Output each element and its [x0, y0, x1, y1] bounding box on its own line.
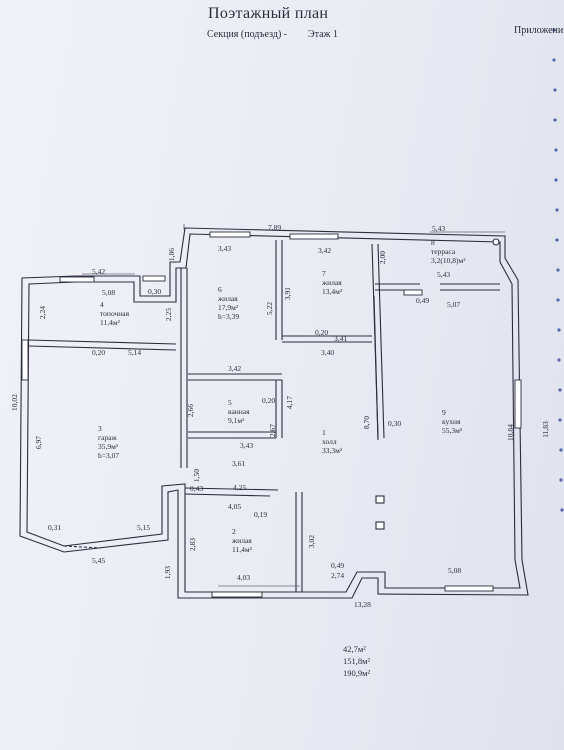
dim-label: 5,15 [137, 523, 151, 532]
wall-3-4 [27, 339, 177, 345]
window [211, 591, 263, 598]
pillar [375, 521, 385, 530]
window [403, 289, 423, 296]
page-edge-perforation [552, 28, 564, 512]
wall-9-left [373, 295, 379, 441]
dim-label: 2,25 [164, 307, 174, 322]
dim-label: 4,05 [228, 502, 242, 511]
dim-label: 5,43 [437, 270, 451, 279]
dim-label: 0,31 [48, 523, 62, 532]
dim-label: 0,20 [262, 396, 276, 405]
window [59, 276, 95, 283]
appendix-label: Приложени [514, 25, 564, 36]
window [289, 233, 339, 240]
dim-label: 5,22 [265, 301, 275, 316]
dim-label: 0,30 [148, 287, 162, 296]
dim-label: 7,89 [268, 223, 282, 232]
dim-label: 10,84 [505, 424, 515, 441]
dim-label: 5,08 [448, 566, 462, 575]
floor-label: Этаж 1 [308, 29, 338, 40]
total-area-1: 42,7м² [343, 644, 366, 654]
wall-2-top [184, 487, 279, 491]
pillar [375, 495, 385, 504]
dim-label: 5,08 [102, 288, 116, 297]
dim-label: 1,93 [163, 565, 173, 580]
dim-label: 0,20 [92, 348, 106, 357]
dim-label: 0,19 [254, 510, 268, 519]
dim-label: 3,40 [321, 348, 335, 357]
dim-label: 6,97 [34, 435, 44, 450]
dim-label: 4,03 [237, 573, 251, 582]
dim-label: 0,43 [190, 484, 204, 493]
dim-label: 8,70 [362, 415, 372, 430]
dim-label: 0,30 [388, 419, 402, 428]
dim-label: 0,49 [416, 296, 430, 305]
dim-label: 2,00 [378, 250, 388, 265]
garage-door [63, 545, 101, 549]
dim-label: 2,66 [186, 403, 196, 418]
dim-label: 3,41 [334, 334, 348, 343]
dim-label: 0,49 [331, 561, 345, 570]
dim-label: 5,45 [92, 556, 106, 565]
dim-label: 3,42 [318, 246, 332, 255]
dim-label: 4,17 [285, 395, 295, 410]
total-area-2: 151,8м² [343, 656, 371, 666]
dim-label: 3,61 [232, 459, 246, 468]
window [21, 339, 29, 381]
dim-label: 5,07 [447, 300, 461, 309]
dim-label: 0,20 [315, 328, 329, 337]
dim-label: 2,24 [38, 305, 48, 320]
window [444, 585, 494, 592]
terrace-post [492, 238, 500, 246]
total-area-3: 190,9м² [343, 668, 371, 678]
dim-label: 1,86 [167, 247, 177, 262]
dim-label: 5,14 [128, 348, 142, 357]
window [209, 231, 251, 238]
dim-label: 5,43 [432, 224, 446, 233]
dim-label: 3,02 [307, 534, 317, 549]
dim-label: 10,02 [9, 394, 19, 411]
dim-label: 2,83 [188, 537, 198, 552]
dim-label: 1,50 [192, 468, 202, 483]
window [142, 275, 166, 282]
dim-label: 2,67 [268, 423, 278, 438]
dim-label: 13,28 [354, 600, 371, 609]
dim-label: 3,43 [218, 244, 232, 253]
window [514, 379, 522, 429]
dim-label: 4,25 [233, 483, 247, 492]
dim-label: 5,42 [92, 267, 106, 276]
dim-label: 2,74 [331, 571, 345, 580]
plan-title: Поэтажный план [208, 5, 329, 22]
dim-label: 3,42 [228, 364, 242, 373]
dim-label: 3,43 [240, 441, 254, 450]
dim-label: 11,83 [540, 421, 550, 438]
dim-label: 3,91 [283, 286, 293, 301]
outer-wall-inner [26, 233, 521, 593]
section-label: Секция (подъезд) - [207, 29, 288, 40]
outer-wall [19, 227, 529, 599]
